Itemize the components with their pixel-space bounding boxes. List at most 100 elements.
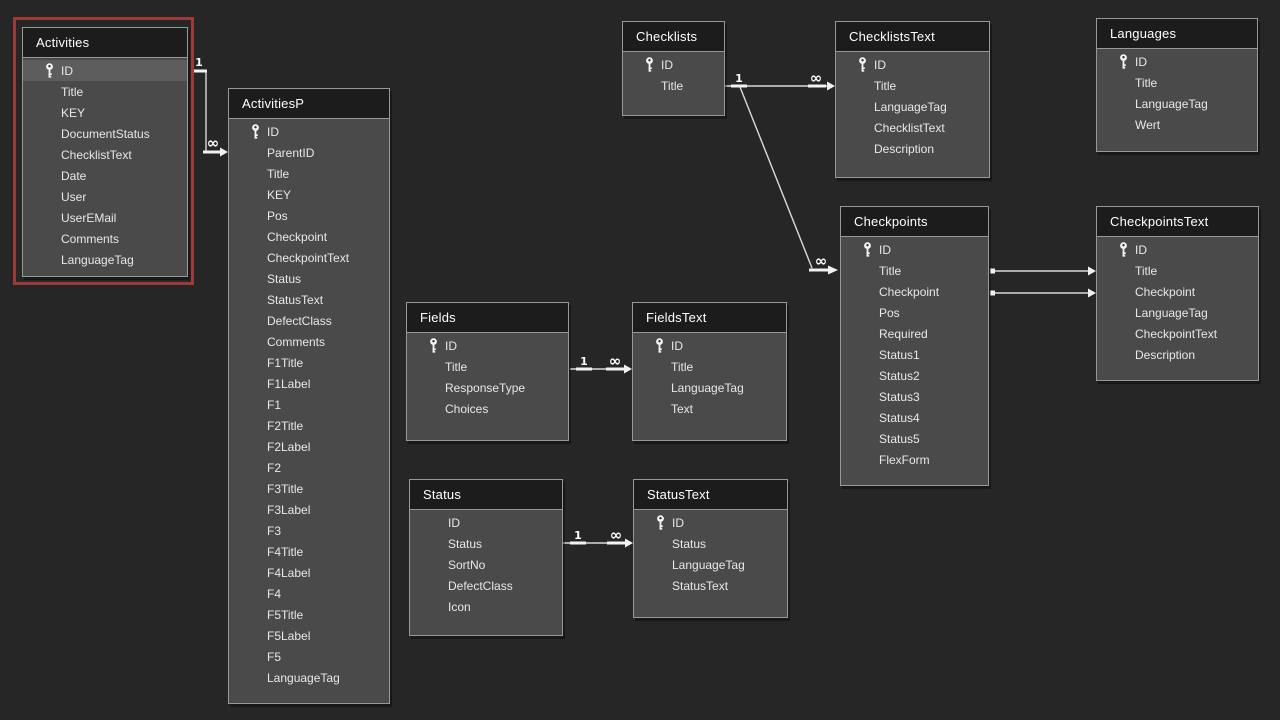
table-checkpointstext[interactable]: CheckpointsText ID Title <box>1096 206 1259 381</box>
field-checkpoint[interactable]: Checkpoint <box>1097 281 1258 302</box>
table-title[interactable]: Languages <box>1097 19 1257 49</box>
field-f2[interactable]: F2 <box>229 457 389 478</box>
field-user[interactable]: User <box>23 186 187 207</box>
field-title[interactable]: Title <box>407 356 568 377</box>
field-icon[interactable]: Icon <box>410 596 562 617</box>
table-title[interactable]: ChecklistsText <box>836 22 989 52</box>
relationship-activities-activitiesp[interactable]: 1∞ <box>192 56 228 157</box>
field-languagetag[interactable]: LanguageTag <box>633 377 786 398</box>
field-description[interactable]: Description <box>836 138 989 159</box>
field-languagetag[interactable]: LanguageTag <box>23 249 187 270</box>
field-checklisttext[interactable]: ChecklistText <box>836 117 989 138</box>
relationship-fields-fieldstext[interactable]: 1∞ <box>570 352 632 374</box>
relationship-checklists-checkpoints[interactable]: ∞ <box>740 87 838 275</box>
field-checkpointtext[interactable]: CheckpointText <box>1097 323 1258 344</box>
table-checkpoints[interactable]: Checkpoints ID Title <box>840 206 989 486</box>
field-id[interactable]: ID <box>623 54 724 75</box>
field-languagetag[interactable]: LanguageTag <box>634 554 787 575</box>
field-required[interactable]: Required <box>841 323 988 344</box>
field-title[interactable]: Title <box>623 75 724 96</box>
field-title[interactable]: Title <box>841 260 988 281</box>
table-fields[interactable]: Fields ID Title <box>406 302 569 441</box>
field-useremail[interactable]: UserEMail <box>23 207 187 228</box>
field-status[interactable]: Status <box>410 533 562 554</box>
field-flexform[interactable]: FlexForm <box>841 449 988 470</box>
field-id[interactable]: ID <box>23 60 187 81</box>
field-id[interactable]: ID <box>841 239 988 260</box>
field-title[interactable]: Title <box>23 81 187 102</box>
field-id[interactable]: ID <box>633 335 786 356</box>
field-languagetag[interactable]: LanguageTag <box>836 96 989 117</box>
table-title[interactable]: FieldsText <box>633 303 786 333</box>
field-checkpoint[interactable]: Checkpoint <box>229 226 389 247</box>
table-title[interactable]: StatusText <box>634 480 787 510</box>
table-title[interactable]: Checklists <box>623 22 724 52</box>
field-f4title[interactable]: F4Title <box>229 541 389 562</box>
field-f4label[interactable]: F4Label <box>229 562 389 583</box>
field-statustext[interactable]: StatusText <box>634 575 787 596</box>
field-f3[interactable]: F3 <box>229 520 389 541</box>
field-checklisttext[interactable]: ChecklistText <box>23 144 187 165</box>
field-title[interactable]: Title <box>1097 260 1258 281</box>
field-statustext[interactable]: StatusText <box>229 289 389 310</box>
field-choices[interactable]: Choices <box>407 398 568 419</box>
field-f5title[interactable]: F5Title <box>229 604 389 625</box>
field-f3label[interactable]: F3Label <box>229 499 389 520</box>
field-key[interactable]: KEY <box>229 184 389 205</box>
relationship-checkpoints-checkpointstext[interactable] <box>990 289 1096 298</box>
field-pos[interactable]: Pos <box>841 302 988 323</box>
field-status4[interactable]: Status4 <box>841 407 988 428</box>
relationship-checkpoints-checkpointstext[interactable] <box>990 267 1096 276</box>
field-comments[interactable]: Comments <box>229 331 389 352</box>
field-id[interactable]: ID <box>407 335 568 356</box>
field-languagetag[interactable]: LanguageTag <box>229 667 389 688</box>
table-title[interactable]: Activities <box>23 28 187 58</box>
table-checkliststext[interactable]: ChecklistsText ID Title <box>835 21 990 178</box>
field-status2[interactable]: Status2 <box>841 365 988 386</box>
field-id[interactable]: ID <box>634 512 787 533</box>
table-languages[interactable]: Languages ID Title <box>1096 18 1258 152</box>
field-wert[interactable]: Wert <box>1097 114 1257 135</box>
field-description[interactable]: Description <box>1097 344 1258 365</box>
field-id[interactable]: ID <box>1097 51 1257 72</box>
field-checkpointtext[interactable]: CheckpointText <box>229 247 389 268</box>
field-pos[interactable]: Pos <box>229 205 389 226</box>
table-checklists[interactable]: Checklists ID Title <box>622 21 725 116</box>
table-statustext[interactable]: StatusText ID Status <box>633 479 788 618</box>
field-status[interactable]: Status <box>229 268 389 289</box>
field-documentstatus[interactable]: DocumentStatus <box>23 123 187 144</box>
field-defectclass[interactable]: DefectClass <box>410 575 562 596</box>
field-text[interactable]: Text <box>633 398 786 419</box>
table-fieldstext[interactable]: FieldsText ID Title <box>632 302 787 441</box>
field-f4[interactable]: F4 <box>229 583 389 604</box>
field-f1[interactable]: F1 <box>229 394 389 415</box>
field-parentid[interactable]: ParentID <box>229 142 389 163</box>
field-f2title[interactable]: F2Title <box>229 415 389 436</box>
field-f2label[interactable]: F2Label <box>229 436 389 457</box>
table-title[interactable]: Checkpoints <box>841 207 988 237</box>
field-status5[interactable]: Status5 <box>841 428 988 449</box>
field-id[interactable]: ID <box>229 121 389 142</box>
table-title[interactable]: Status <box>410 480 562 510</box>
join-line[interactable] <box>740 87 812 268</box>
field-title[interactable]: Title <box>836 75 989 96</box>
field-date[interactable]: Date <box>23 165 187 186</box>
table-status[interactable]: Status ID Status <box>409 479 563 636</box>
field-title[interactable]: Title <box>633 356 786 377</box>
relationship-status-statustext[interactable]: 1∞ <box>563 526 633 548</box>
field-f1title[interactable]: F1Title <box>229 352 389 373</box>
field-key[interactable]: KEY <box>23 102 187 123</box>
field-id[interactable]: ID <box>836 54 989 75</box>
field-title[interactable]: Title <box>229 163 389 184</box>
field-sortno[interactable]: SortNo <box>410 554 562 575</box>
field-comments[interactable]: Comments <box>23 228 187 249</box>
field-status1[interactable]: Status1 <box>841 344 988 365</box>
table-activities[interactable]: Activities ID Title <box>22 27 188 277</box>
table-title[interactable]: ActivitiesP <box>229 89 389 119</box>
field-title[interactable]: Title <box>1097 72 1257 93</box>
field-checkpoint[interactable]: Checkpoint <box>841 281 988 302</box>
field-defectclass[interactable]: DefectClass <box>229 310 389 331</box>
field-status[interactable]: Status <box>634 533 787 554</box>
field-responsetype[interactable]: ResponseType <box>407 377 568 398</box>
field-f3title[interactable]: F3Title <box>229 478 389 499</box>
